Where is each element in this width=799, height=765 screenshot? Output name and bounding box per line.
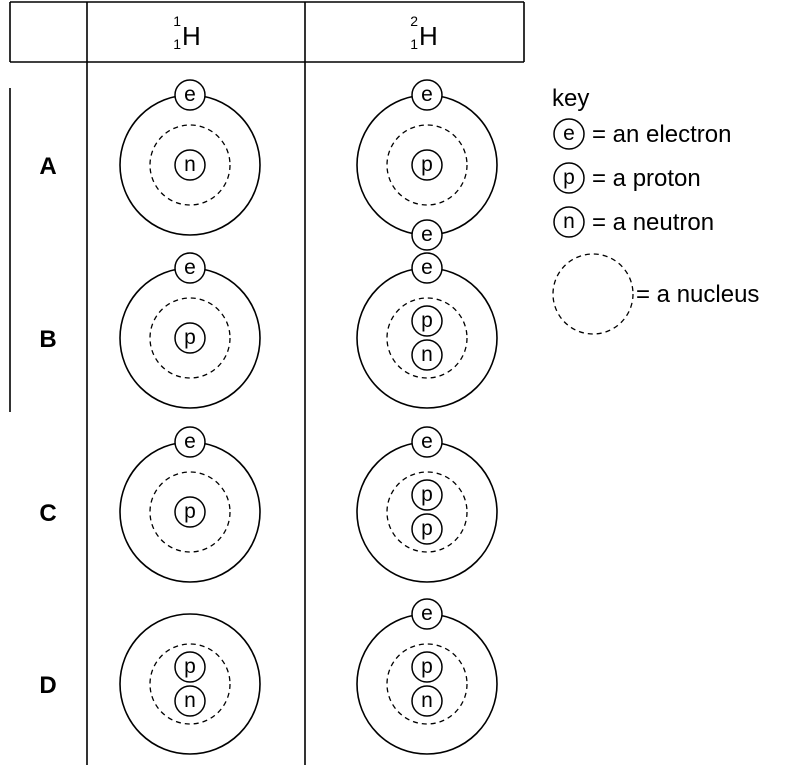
key-item-nucleus: = a nucleus — [552, 253, 759, 335]
atom-b-1: pe — [119, 252, 261, 409]
electron: e — [174, 79, 206, 111]
element-symbol: H — [419, 21, 438, 51]
key-nucleus-symbol — [552, 253, 634, 335]
row-label-d: D — [39, 672, 56, 699]
nucleus-boundary — [386, 643, 468, 725]
proton: p — [174, 496, 206, 528]
key-symbol-n: n — [553, 206, 585, 238]
svg-text:e: e — [421, 256, 433, 279]
key-title: key — [552, 85, 589, 112]
nucleus-boundary — [386, 471, 468, 553]
svg-text:e: e — [184, 256, 196, 279]
svg-text:p: p — [421, 483, 433, 506]
neutron: n — [174, 685, 206, 717]
svg-text:n: n — [184, 153, 196, 176]
nucleus-boundary — [386, 124, 468, 206]
key-item-text: = a neutron — [592, 209, 714, 236]
svg-text:p: p — [421, 655, 433, 678]
svg-text:p: p — [184, 655, 196, 678]
atomic-number: 1 — [173, 36, 181, 52]
key-symbol-p: p — [553, 162, 585, 194]
electron-shell — [356, 267, 498, 409]
neutron: n — [174, 149, 206, 181]
electron-shell — [356, 441, 498, 583]
neutron: n — [411, 339, 443, 371]
row-label-c: C — [39, 500, 56, 527]
key-item-electron: e = an electron — [553, 118, 731, 150]
atomic-number: 1 — [410, 36, 418, 52]
svg-text:e: e — [563, 122, 575, 145]
electron: e — [174, 252, 206, 284]
electron: e — [174, 426, 206, 458]
proton: p — [411, 149, 443, 181]
nucleus-boundary — [149, 643, 231, 725]
atom-b-2: pn e — [356, 252, 498, 409]
atom-a-2: p e e — [356, 79, 498, 251]
key-panel: key e = an electron p = a proton n = a neutron… — [552, 85, 759, 335]
proton: p — [411, 479, 443, 511]
nucleus-boundary — [149, 297, 231, 379]
atom-d-1: pn — [119, 613, 261, 755]
proton: p — [411, 651, 443, 683]
svg-text:e: e — [421, 430, 433, 453]
electron: e — [411, 79, 443, 111]
key-item-text: = an electron — [592, 121, 731, 148]
element-symbol: H — [182, 21, 201, 51]
mass-number: 2 — [410, 13, 418, 29]
svg-text:p: p — [421, 517, 433, 540]
electron: e — [411, 252, 443, 284]
svg-text:e: e — [421, 223, 433, 246]
row-labels: A B C D — [39, 153, 56, 699]
atom-c-2: pp e — [356, 426, 498, 583]
nucleus-boundary — [149, 471, 231, 553]
key-item-proton: p = a proton — [553, 162, 701, 194]
neutron: n — [411, 685, 443, 717]
proton: p — [411, 305, 443, 337]
svg-text:e: e — [184, 430, 196, 453]
svg-text:n: n — [421, 343, 433, 366]
electron-shell — [356, 613, 498, 755]
svg-text:p: p — [421, 309, 433, 332]
svg-text:p: p — [184, 326, 196, 349]
row-label-b: B — [39, 326, 56, 353]
proton: p — [174, 322, 206, 354]
key-symbol-e: e — [553, 118, 585, 150]
key-nucleus-text: = a nucleus — [636, 281, 759, 308]
nucleus-boundary — [386, 297, 468, 379]
atom-d-2: pn e — [356, 598, 498, 755]
svg-text:n: n — [184, 689, 196, 712]
svg-text:p: p — [184, 500, 196, 523]
atom-a-1: ne — [119, 79, 261, 236]
row-label-a: A — [39, 153, 56, 180]
key-item-neutron: n = a neutron — [553, 206, 714, 238]
electron: e — [411, 426, 443, 458]
electron: e — [411, 598, 443, 630]
svg-text:e: e — [184, 83, 196, 106]
table-grid — [9, 1, 525, 765]
atom-c-1: pe — [119, 426, 261, 583]
svg-text:n: n — [421, 689, 433, 712]
svg-text:e: e — [421, 602, 433, 625]
key-item-text: = a proton — [592, 165, 701, 192]
electron: e — [411, 219, 443, 251]
proton: p — [174, 651, 206, 683]
svg-text:e: e — [421, 83, 433, 106]
svg-text:n: n — [563, 210, 575, 233]
mass-number: 1 — [173, 13, 181, 29]
svg-text:p: p — [421, 153, 433, 176]
electron-shell — [119, 613, 261, 755]
proton: p — [411, 513, 443, 545]
nucleus-boundary — [149, 124, 231, 206]
svg-text:p: p — [563, 166, 575, 189]
